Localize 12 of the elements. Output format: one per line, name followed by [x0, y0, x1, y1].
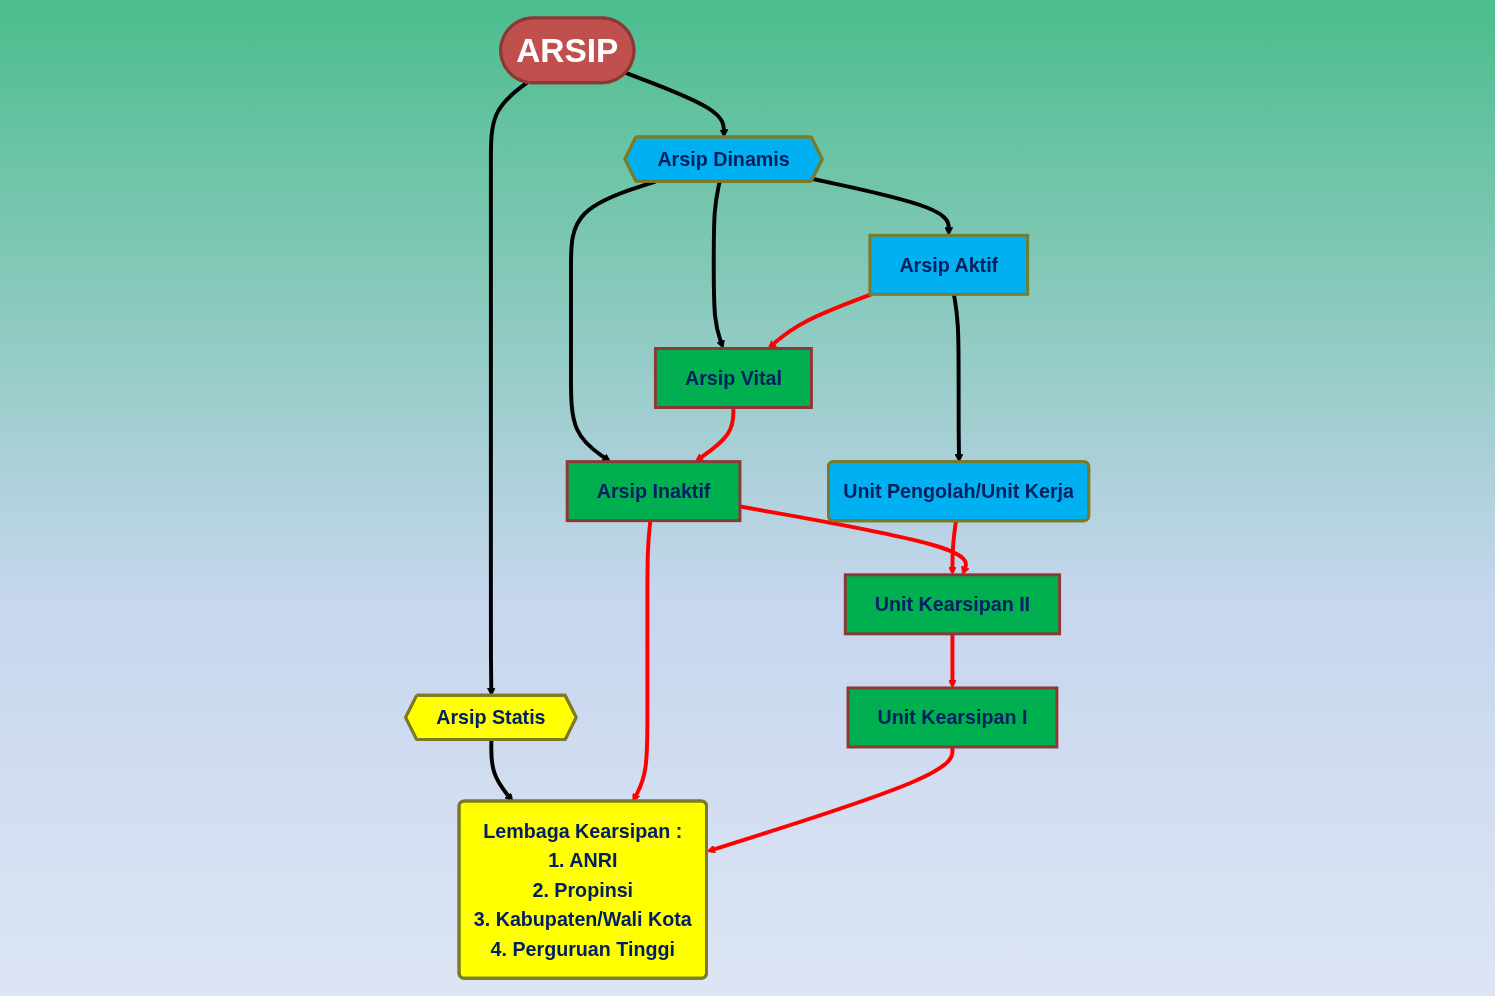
arrow: [706, 746, 955, 854]
arrow: [695, 407, 736, 462]
arrow: [812, 177, 954, 236]
arrow: [489, 740, 514, 802]
node-box: Arsip Vital: [654, 346, 814, 409]
node-box: Unit Kearsipan I: [846, 686, 1059, 749]
arrow: [712, 181, 725, 349]
node-box: Unit Kearsipan II: [844, 573, 1062, 636]
arrow: [768, 292, 873, 349]
node-box: Arsip Inaktif: [566, 460, 742, 523]
node-box: Arsip Aktif: [868, 233, 1030, 296]
arrow: [632, 520, 653, 802]
